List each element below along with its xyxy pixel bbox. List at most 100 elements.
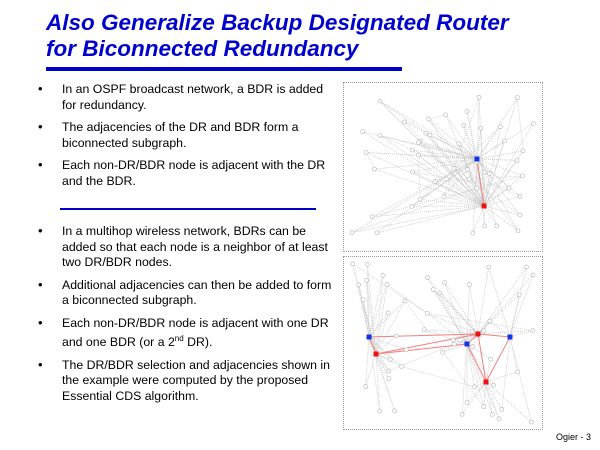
graph-node	[461, 123, 467, 128]
bullet-item: • In a multihop wireless network, BDRs ca…	[38, 223, 338, 271]
graph-edge	[372, 158, 478, 218]
graph-node	[415, 152, 421, 158]
graph-node	[424, 275, 430, 280]
graph-node	[427, 132, 433, 138]
graph-node	[430, 287, 436, 292]
graph-edge	[485, 371, 518, 383]
graph-edge	[476, 126, 501, 160]
graph-edge	[483, 123, 534, 207]
graph-edge	[476, 97, 480, 160]
graph-edge	[477, 266, 527, 335]
title-line-2: for Biconnected Redundancy	[46, 36, 359, 61]
graph-node	[517, 194, 523, 199]
graph-node	[516, 292, 522, 298]
graph-node	[498, 124, 503, 130]
section-divider	[60, 208, 316, 210]
bullet-text: In an OSPF broadcast network, a BDR is a…	[62, 82, 324, 112]
graph-edge	[367, 264, 377, 355]
bullet-icon: •	[38, 81, 43, 96]
bullet-item: •Each non-DR/BDR node is adjacent with t…	[38, 157, 338, 189]
graph-edge	[476, 158, 510, 189]
graph-node	[450, 337, 456, 343]
graph-node	[515, 95, 520, 100]
graph-node	[386, 376, 392, 382]
graph-node	[417, 197, 423, 202]
graph-edge	[483, 205, 486, 226]
graph-node	[456, 141, 462, 147]
dr-node	[483, 379, 489, 385]
graph-edge	[483, 126, 502, 207]
graph-node	[465, 167, 470, 172]
graph-edge	[428, 118, 478, 160]
graph-node	[374, 230, 380, 236]
graph-edge	[461, 343, 468, 415]
bdr-node	[474, 156, 480, 162]
graph-edge	[404, 300, 485, 407]
graph-edge	[444, 282, 479, 335]
graph-node	[474, 185, 479, 191]
graph-edge	[412, 149, 478, 160]
graph-node	[349, 230, 355, 235]
bullet-item: •The DR/BDR selection and adjacencies sh…	[38, 357, 338, 405]
graph-node	[476, 95, 482, 100]
graph-edge	[477, 294, 520, 335]
superscript: nd	[174, 334, 184, 343]
graph-edge	[477, 274, 534, 335]
graph-edge	[368, 336, 402, 367]
dr-node	[475, 331, 481, 337]
graph-edge	[442, 343, 468, 353]
graph-edge	[433, 289, 479, 335]
graph-edge	[418, 154, 478, 160]
graph-node	[520, 148, 526, 154]
graph-edge	[379, 135, 521, 197]
adjacency-edge	[368, 333, 479, 338]
graph-edge	[483, 150, 524, 207]
graph-edge	[435, 175, 523, 182]
graph-edge	[376, 158, 478, 234]
graph-edge	[509, 336, 532, 423]
graph-edge	[379, 100, 485, 207]
graph-edge	[480, 128, 485, 207]
graph-node	[469, 329, 475, 335]
graph-node	[466, 176, 472, 182]
bullet-text: DR).	[183, 335, 213, 350]
adjacency-edge	[375, 343, 468, 355]
graph-edge	[483, 205, 519, 232]
graph-edge	[418, 142, 478, 160]
graph-edge	[483, 205, 497, 227]
graph-edge	[372, 205, 485, 218]
title-underline	[46, 67, 402, 71]
graph-node	[360, 297, 366, 303]
bullet-item: •The adjacencies of the DR and BDR form …	[38, 119, 338, 151]
graph-node	[410, 169, 415, 175]
bullet-icon: •	[38, 276, 43, 292]
graph-node	[402, 119, 407, 125]
dr-node	[373, 351, 379, 357]
bullet-text: The adjacencies of the DR and BDR form a…	[62, 120, 299, 150]
graph-edge	[476, 158, 519, 231]
graph-edge	[509, 330, 534, 338]
bullet-text: Each non-DR/BDR node is adjacent with th…	[62, 158, 326, 188]
adjacency-edge	[466, 343, 487, 383]
bullet-item: •Each non-DR/BDR node is adjacent with o…	[38, 315, 338, 351]
graph-edge	[428, 114, 446, 120]
graph-edge	[483, 160, 518, 207]
graph-edge	[435, 181, 485, 207]
graph-edge	[351, 158, 478, 233]
graph-node	[356, 282, 362, 288]
graph-node	[364, 277, 369, 283]
graph-edge	[468, 158, 478, 180]
graph-edge	[461, 381, 487, 415]
graph-edge	[483, 381, 487, 407]
wireless-network-diagram	[343, 256, 543, 430]
bullet-item: • In an OSPF broadcast network, a BDR is …	[38, 81, 338, 113]
graph-edge	[368, 284, 388, 338]
adjacency-edge	[485, 336, 511, 383]
graph-edge	[458, 143, 485, 207]
graph-node	[517, 212, 523, 218]
bullet-icon: •	[38, 223, 43, 238]
graph-edge	[351, 205, 485, 234]
bullet-text: Additional adjacencies can then be added…	[62, 277, 332, 308]
graph-edge	[485, 381, 500, 420]
bullet-text: In a multihop wireless network, BDRs can…	[62, 224, 328, 269]
